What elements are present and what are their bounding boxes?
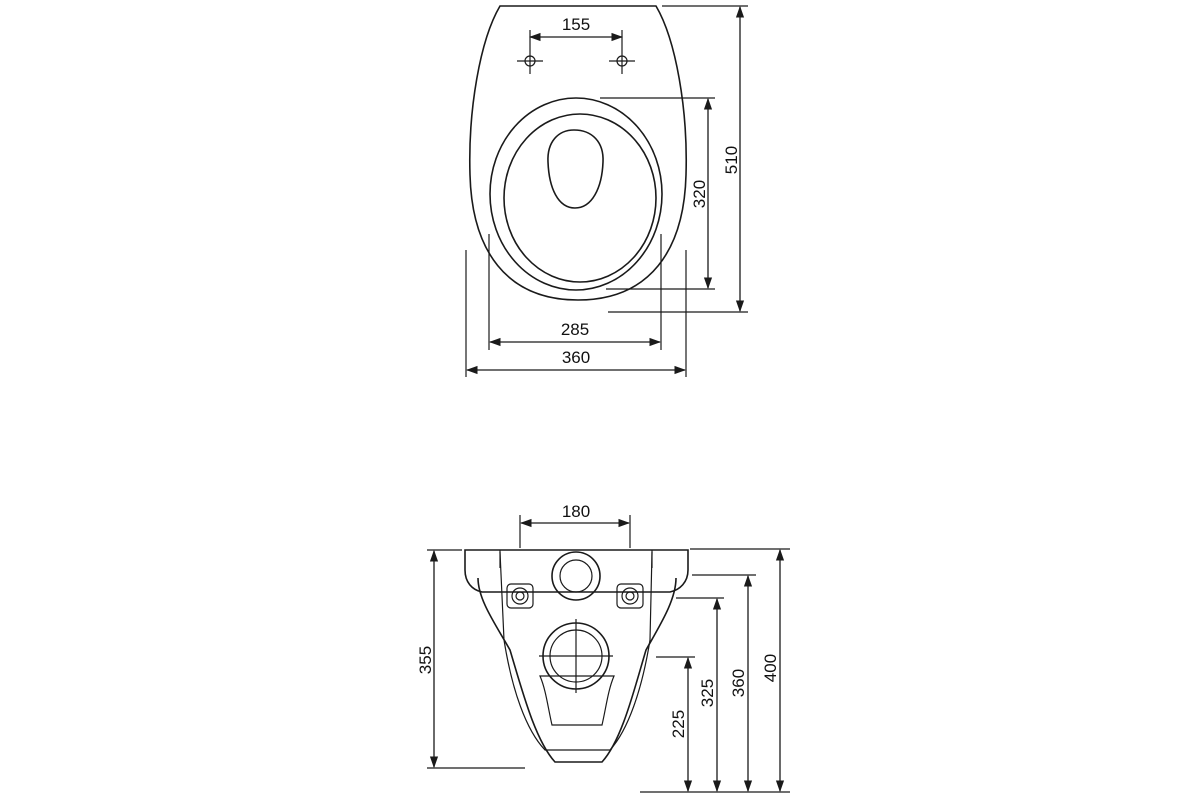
dim-label-510: 510 — [722, 146, 741, 174]
bolt-left-icon — [506, 583, 534, 609]
mount-hole-right-icon — [609, 48, 635, 74]
front-top-flange — [464, 549, 689, 593]
front-body-outline — [477, 577, 677, 763]
dim-label-225: 225 — [669, 710, 688, 738]
top-outer-outline — [468, 5, 688, 301]
front-inner-outline — [499, 551, 653, 751]
dim-label-360-width: 360 — [562, 348, 590, 367]
water-inlet-icon — [551, 551, 601, 601]
dim-label-360-height: 360 — [729, 669, 748, 697]
dim-label-320: 320 — [690, 180, 709, 208]
bowl-inner-ring — [503, 113, 657, 283]
dim-label-355: 355 — [416, 646, 435, 674]
front-view: 180 355 225 325 360 400 — [416, 502, 790, 793]
dim-label-155: 155 — [562, 15, 590, 34]
top-view: 155 510 320 285 360 — [465, 5, 748, 377]
drain-hole — [547, 129, 604, 209]
dim-label-180: 180 — [562, 502, 590, 521]
dim-label-325: 325 — [698, 679, 717, 707]
mount-hole-left-icon — [517, 48, 543, 74]
dim-label-285: 285 — [561, 320, 589, 339]
dim-label-400: 400 — [761, 654, 780, 682]
front-inner-trough — [539, 675, 615, 726]
bolt-right-icon — [616, 583, 644, 609]
bowl-outer-ring — [489, 97, 663, 291]
